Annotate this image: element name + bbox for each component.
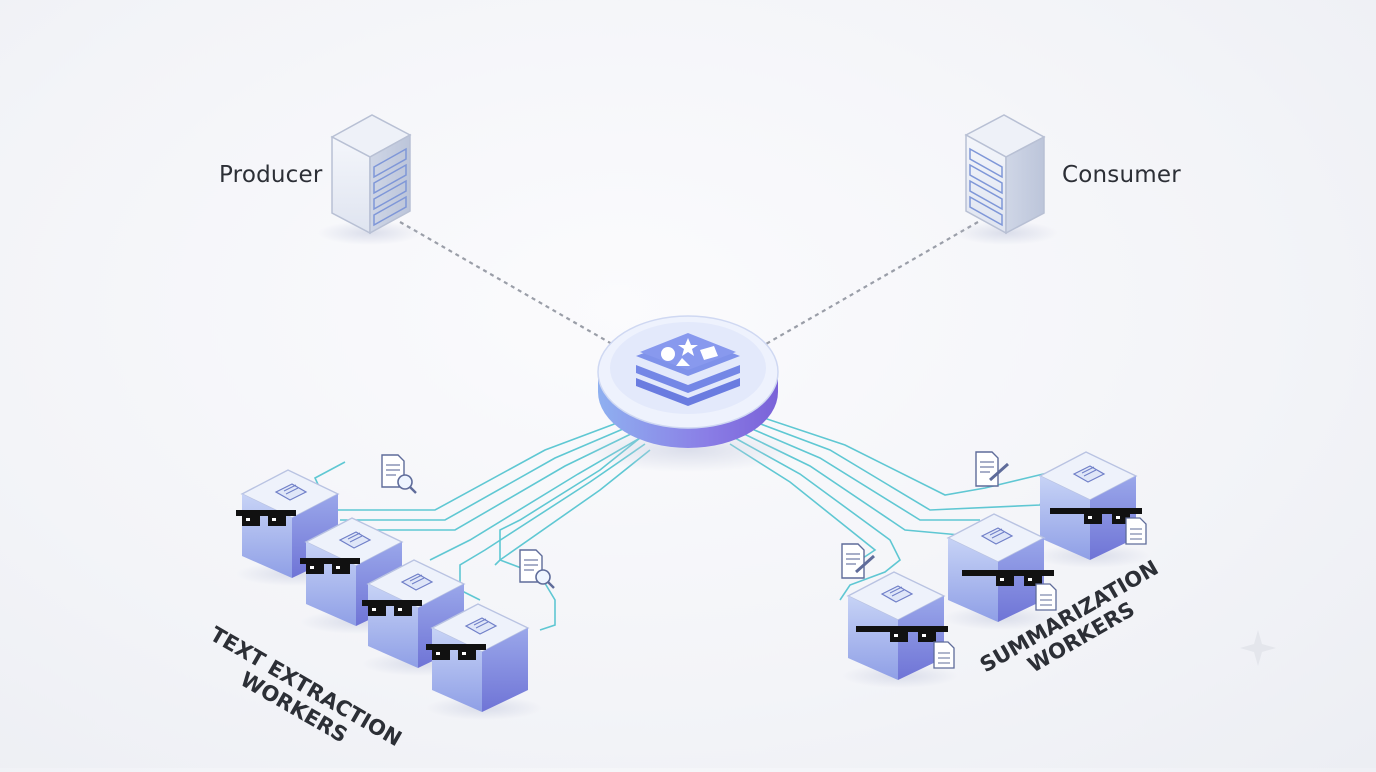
- pixel-sunglasses-icon: [236, 510, 296, 526]
- page-icon: [933, 641, 955, 669]
- document-edit-icon: [841, 543, 875, 579]
- producer-label: Producer: [219, 162, 323, 188]
- document-edit-icon: [975, 451, 1009, 487]
- text-extraction-workers: [236, 469, 542, 720]
- pixel-sunglasses-icon: [962, 570, 1054, 586]
- page-icon: [1035, 583, 1057, 611]
- pixel-sunglasses-icon: [300, 558, 360, 574]
- document-search-icon: [381, 454, 417, 494]
- sparkle-icon: [1240, 630, 1276, 666]
- worker-cube: [1034, 451, 1150, 568]
- worker-cube: [426, 603, 542, 720]
- redis-stack-icon: [636, 333, 740, 406]
- document-icon: [274, 483, 308, 501]
- worker-cube: [942, 513, 1058, 630]
- document-icon: [464, 617, 498, 635]
- document-icon: [1072, 465, 1106, 483]
- document-icon: [338, 531, 372, 549]
- pixel-sunglasses-icon: [856, 626, 948, 642]
- consumer-label: Consumer: [1062, 162, 1181, 188]
- document-icon: [980, 527, 1014, 545]
- consumer-server-icon: [954, 114, 1058, 245]
- pixel-sunglasses-icon: [1050, 508, 1142, 524]
- document-search-icon: [519, 549, 555, 589]
- document-icon: [880, 585, 914, 603]
- consumer-link: [765, 221, 979, 345]
- pixel-sunglasses-icon: [426, 644, 486, 660]
- pixel-sunglasses-icon: [362, 600, 422, 616]
- page-icon: [1125, 517, 1147, 545]
- summarization-workers: [842, 451, 1150, 688]
- producer-link: [399, 221, 613, 345]
- dashed-connectors: [399, 221, 979, 345]
- queue-hub: [578, 315, 798, 472]
- producer-server-icon: [318, 114, 422, 245]
- worker-cube: [842, 571, 958, 688]
- document-icon: [400, 573, 434, 591]
